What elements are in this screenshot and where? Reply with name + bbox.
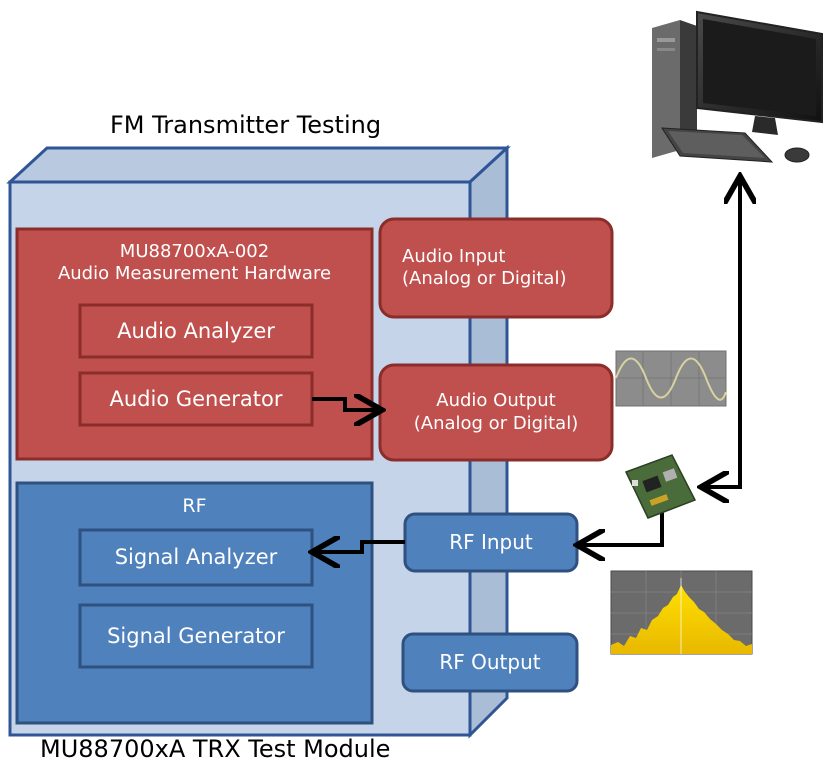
audio-output-label: Audio Output (Analog or Digital) bbox=[380, 365, 612, 460]
audio-input-label: Audio Input (Analog or Digital) bbox=[380, 219, 612, 317]
audio-hw-title-line1: MU88700xA-002 bbox=[119, 240, 270, 262]
rf-output-port bbox=[401, 632, 579, 693]
signal-analyzer-label: Signal Analyzer bbox=[114, 545, 278, 570]
diagram-title: FM Transmitter Testing bbox=[110, 111, 382, 139]
audio-output-line1: Audio Output bbox=[436, 390, 556, 411]
audio-generator-label: Audio Generator bbox=[109, 386, 283, 411]
audio-input-line1: Audio Input bbox=[402, 245, 506, 267]
circuit-board-icon bbox=[624, 454, 697, 519]
audio-hw-title: MU88700xA-002 Audio Measurement Hardware bbox=[17, 232, 372, 294]
audio-input-line2: (Analog or Digital) bbox=[402, 268, 567, 289]
rf-title: RF bbox=[182, 495, 207, 518]
rf-block bbox=[15, 481, 374, 725]
signal-generator-label: Signal Generator bbox=[107, 623, 285, 648]
rf-output-label: RF Output bbox=[439, 650, 541, 674]
signal-generator-block bbox=[78, 603, 314, 669]
audio-input-port bbox=[378, 217, 614, 319]
generator-to-audio-output-arrow bbox=[312, 399, 378, 410]
audio-analyzer-block bbox=[78, 303, 314, 359]
desktop-computer-icon bbox=[652, 10, 823, 163]
audio-output-line2: (Analog or Digital) bbox=[413, 412, 579, 434]
module-top-face bbox=[6, 146, 511, 184]
rf-input-to-analyzer-arrow bbox=[316, 542, 405, 552]
sine-wave-icon bbox=[615, 350, 727, 407]
rf-spectrum-icon bbox=[610, 570, 753, 655]
rf-input-label: RF Input bbox=[449, 530, 533, 554]
module-label: MU88700xA TRX Test Module bbox=[40, 735, 391, 763]
audio-hw-title-line2: Audio Measurement Hardware bbox=[57, 263, 332, 284]
audio-analyzer-label: Audio Analyzer bbox=[117, 318, 275, 343]
